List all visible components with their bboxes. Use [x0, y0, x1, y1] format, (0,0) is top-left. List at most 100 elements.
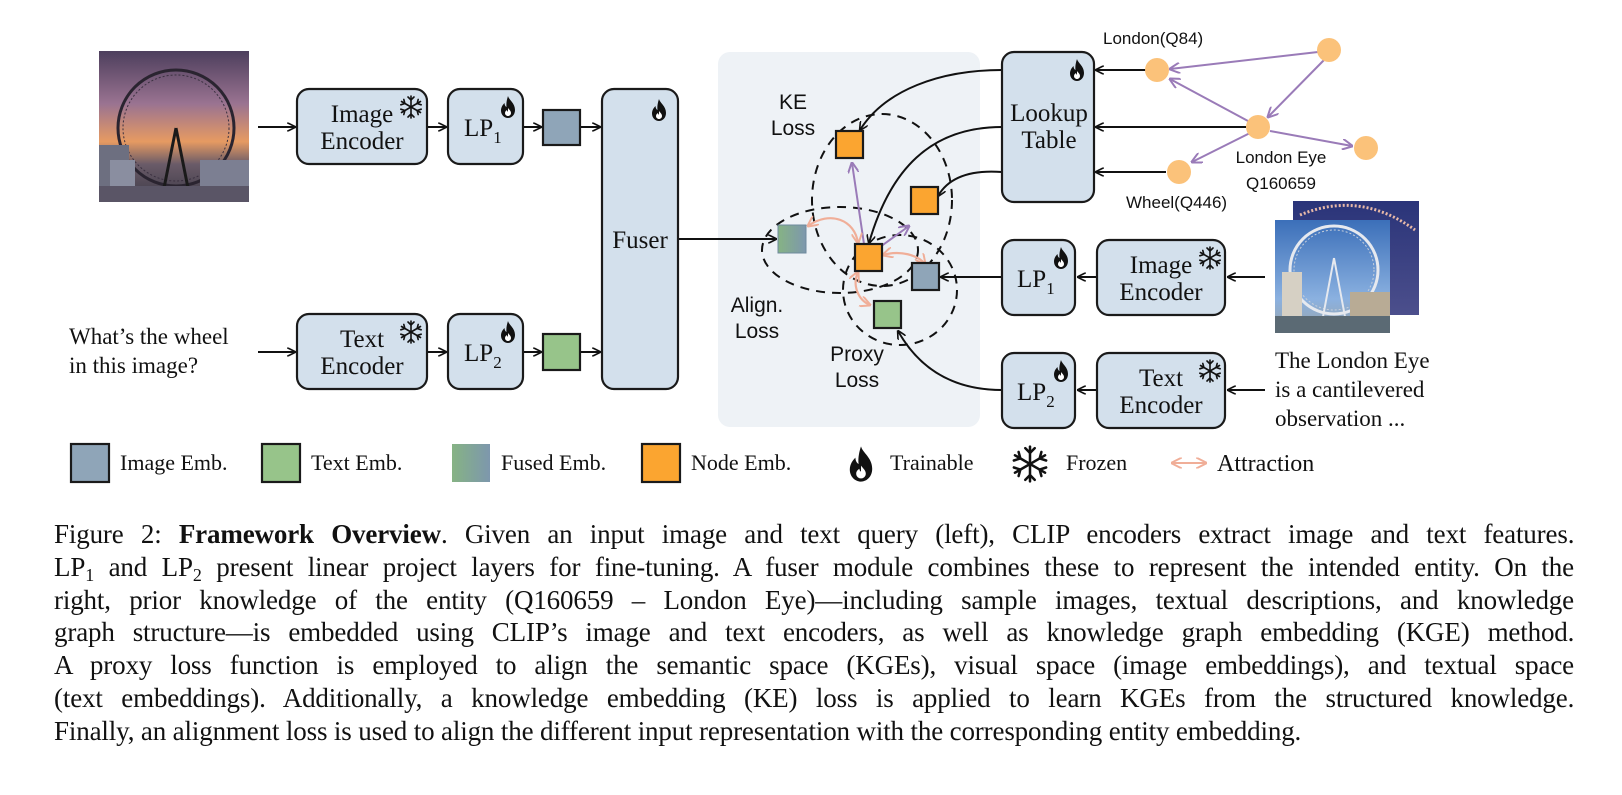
caption-lp1: LP: [54, 551, 86, 582]
attraction-center-text: [856, 272, 870, 305]
node-embedding-right: [909, 185, 940, 216]
right-lp1-label: LP: [1017, 266, 1046, 293]
right-lp2-subscript: 2: [1046, 392, 1055, 411]
legend-label-frozen: Frozen: [1066, 450, 1127, 475]
entity-description-line-1: The London Eye: [1275, 348, 1430, 373]
legend-label-attraction: Attraction: [1217, 451, 1314, 477]
legend-swatch-text-emb: [260, 442, 302, 484]
proxy-loss-label-1: Proxy: [830, 343, 884, 366]
flame-icon: [849, 446, 873, 482]
right-lp1-box: LP1: [1000, 238, 1077, 317]
svg-text:LP1: LP1: [1017, 266, 1055, 298]
right-text-encoder-label-2: Encoder: [1119, 392, 1203, 419]
left-lp2-box: LP2: [446, 312, 525, 391]
kg-edge-london-eye-to-wheel: [1192, 132, 1251, 162]
legend-label-fused-emb: Fused Emb.: [501, 450, 606, 475]
legend-swatch-node-emb: [640, 442, 682, 484]
entity-description-line-3: observation ...: [1275, 406, 1405, 431]
svg-text:LP2: LP2: [464, 340, 502, 372]
right-lp2-label: LP: [1017, 379, 1046, 406]
framework-diagram: Image Encoder LP1 What’s the wheel in th…: [69, 29, 1430, 484]
caption-lp2: and LP: [94, 551, 193, 582]
caption-lp2-subscript: 2: [192, 564, 202, 585]
kg-node-right: [1354, 136, 1378, 160]
caption-line-3: right, prior knowledge of the entity (Q1…: [54, 584, 1574, 615]
lookup-table-label-2: Table: [1021, 127, 1076, 154]
kg-label-london-eye-2: Q160659: [1246, 174, 1316, 193]
legend: Image Emb. Text Emb. Fused Emb. Node Emb…: [69, 442, 1314, 484]
align-loss-label-2: Loss: [735, 320, 779, 343]
input-image-london-eye-sunset: [99, 51, 249, 202]
snowflake-icon: [1012, 445, 1048, 483]
fused-embedding: [777, 224, 807, 254]
arrow-lookup-to-node-center: [869, 126, 1003, 243]
kg-edge-top-to-london-eye: [1268, 59, 1325, 117]
left-image-encoder-box: Image Encoder: [295, 87, 429, 166]
left-lp1-label: LP: [464, 115, 493, 142]
right-image-encoder-label-2: Encoder: [1119, 279, 1203, 306]
left-lp1-subscript: 1: [493, 128, 502, 147]
left-lp1-box: LP1: [446, 87, 525, 166]
sample-images-london-eye: [1275, 201, 1419, 333]
left-text-encoder-box: Text Encoder: [295, 312, 429, 391]
right-image-encoder-label-1: Image: [1130, 252, 1192, 279]
attraction-fused-center: [808, 218, 858, 243]
arrow-lookup-to-node-top: [860, 69, 1003, 130]
attraction-center-image: [883, 253, 925, 264]
ke-loss-label-1: KE: [779, 91, 807, 114]
kg-label-london-eye-1: London Eye: [1236, 148, 1327, 167]
right-image-embedding: [910, 261, 941, 292]
left-lp2-label: LP: [464, 340, 493, 367]
kg-node-top: [1317, 38, 1341, 62]
caption-line-1-text: . Given an input image and text query (l…: [440, 519, 1575, 549]
left-image-embedding: [541, 108, 582, 147]
left-text-encoder-label-1: Text: [340, 326, 384, 353]
right-text-encoder-label-1: Text: [1139, 365, 1183, 392]
arrow-right-lp2-to-text-emb: [898, 331, 1003, 391]
kg-node-london: [1145, 58, 1169, 82]
legend-label-text-emb: Text Emb.: [311, 450, 402, 475]
right-text-encoder-box: Text Encoder: [1095, 351, 1227, 430]
node-embedding-center: [853, 242, 884, 273]
svg-text:LP1: LP1: [464, 115, 502, 147]
caption-line-7: Finally, an alignment loss is used to al…: [54, 715, 1302, 746]
kg-edge-center-to-right: [879, 226, 909, 248]
left-image-encoder-label-2: Encoder: [320, 128, 404, 155]
caption-lp1-subscript: 1: [85, 564, 95, 585]
fuser-label: Fuser: [612, 227, 668, 254]
caption-line-1: Figure 2: Framework Overview. Given an i…: [54, 518, 1574, 551]
caption-line-2: LP1 and LP2 present linear project layer…: [54, 551, 1574, 584]
legend-label-trainable: Trainable: [890, 450, 974, 475]
right-lp2-box: LP2: [1000, 351, 1077, 430]
lookup-table-box: Lookup Table: [1000, 50, 1096, 204]
fuser-box: Fuser: [600, 87, 680, 391]
caption-line-4: graph structure—is embedded using CLIP’s…: [54, 617, 1575, 648]
caption-line-5: A proxy loss function is employed to ali…: [54, 650, 1574, 681]
arrow-lookup-to-node-right: [938, 170, 1003, 196]
kg-edge-london-eye-to-right: [1269, 130, 1352, 146]
right-lp1-subscript: 1: [1046, 279, 1055, 298]
legend-swatch-image-emb: [69, 442, 111, 484]
align-loss-label-1: Align.: [731, 294, 784, 317]
left-image-encoder-label-1: Image: [331, 101, 393, 128]
left-lp2-subscript: 2: [493, 353, 502, 372]
kg-edge-top-to-london: [1170, 51, 1319, 69]
ke-loss-region: [811, 113, 953, 287]
lookup-table-label-1: Lookup: [1010, 100, 1088, 127]
query-text-line-1: What’s the wheel: [69, 324, 229, 349]
caption-title: Framework Overview: [178, 519, 441, 549]
legend-label-image-emb: Image Emb.: [120, 450, 228, 475]
right-text-embedding: [872, 299, 903, 330]
left-text-encoder-label-2: Encoder: [320, 353, 404, 380]
left-text-embedding: [541, 332, 582, 372]
caption-figure-label: Figure 2:: [54, 519, 179, 549]
kg-node-wheel: [1167, 160, 1191, 184]
ke-loss-label-2: Loss: [771, 117, 815, 140]
entity-description-line-2: is a cantilevered: [1275, 377, 1425, 402]
kg-edge-london-eye-to-london: [1170, 79, 1249, 122]
right-image-encoder-box: Image Encoder: [1095, 238, 1227, 317]
caption-line-2-text: present linear project layers for fine-t…: [201, 551, 1574, 582]
kg-label-london: London(Q84): [1103, 29, 1203, 48]
legend-swatch-fused-emb: [452, 444, 490, 482]
legend-label-node-emb: Node Emb.: [691, 450, 791, 475]
